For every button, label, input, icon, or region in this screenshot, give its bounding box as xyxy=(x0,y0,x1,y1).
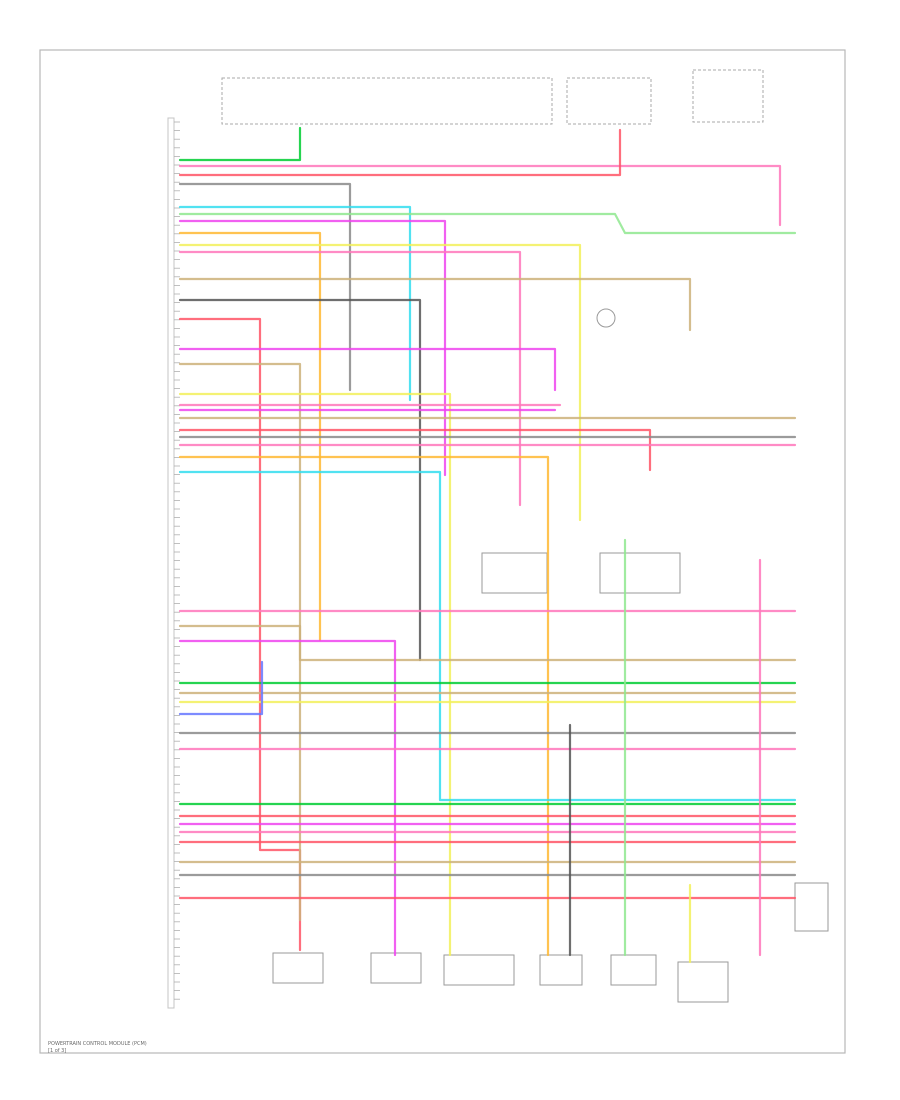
wire xyxy=(178,212,797,235)
wire xyxy=(178,470,797,802)
wire xyxy=(178,205,412,402)
wire xyxy=(178,182,352,392)
wire xyxy=(178,126,302,162)
wire-layer xyxy=(178,126,797,964)
sensor-box-6 xyxy=(677,961,729,1003)
wire xyxy=(178,317,302,952)
wire xyxy=(178,164,782,227)
ecm-relay-left xyxy=(481,552,548,594)
fuse-block-top-left xyxy=(221,77,553,125)
wire xyxy=(178,277,692,332)
wire xyxy=(178,298,422,662)
pcm-connector-block xyxy=(167,117,175,1009)
data-link-connector xyxy=(794,882,829,932)
footer-label: POWERTRAIN CONTROL MODULE (PCM) xyxy=(48,1041,147,1047)
sensor-box-5 xyxy=(610,954,657,986)
top-components xyxy=(221,69,764,125)
wire xyxy=(178,347,557,392)
sensor-box-2 xyxy=(370,952,422,984)
wire xyxy=(178,660,264,716)
ecm-relay-right xyxy=(599,552,681,594)
sensor-box-4 xyxy=(539,954,583,986)
corner-label: [1 of 3] xyxy=(48,1048,66,1054)
ignition-switch-top xyxy=(692,69,764,123)
wire xyxy=(178,428,652,472)
sensor-box-1 xyxy=(272,952,324,984)
wire xyxy=(178,250,522,507)
wire xyxy=(178,392,452,957)
wire xyxy=(178,219,447,477)
wire xyxy=(178,624,797,662)
fuse-block-top-right xyxy=(566,77,652,125)
bottom-sensors xyxy=(272,952,729,1003)
wire xyxy=(178,362,302,922)
wire xyxy=(178,455,550,957)
diagram-footer: POWERTRAIN CONTROL MODULE (PCM) [1 of 3] xyxy=(48,1041,147,1054)
pcm-pin-marks xyxy=(174,121,180,1000)
wire xyxy=(178,128,622,177)
wire xyxy=(178,243,582,522)
fuel-pump-motor xyxy=(596,308,616,328)
wire xyxy=(178,231,322,642)
diagram-frame xyxy=(39,49,846,1054)
middle-components xyxy=(481,308,829,932)
sensor-box-3 xyxy=(443,954,515,986)
wire xyxy=(178,639,397,957)
